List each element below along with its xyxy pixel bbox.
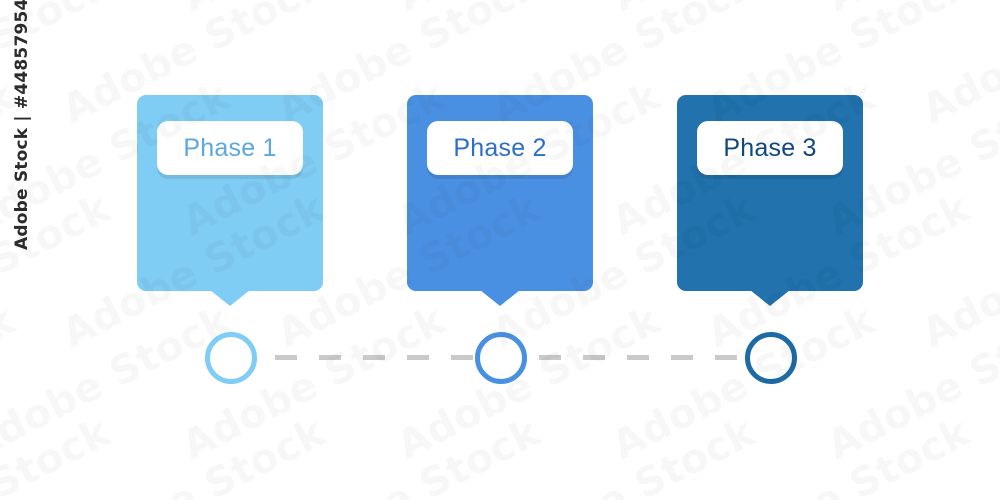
stock-id-watermark: Adobe Stock | #448579543 [12, 0, 32, 250]
watermark-text: Adobe Stock [270, 409, 547, 500]
watermark-text: Adobe Stock [605, 297, 882, 469]
phase-card-pointer-1 [210, 290, 250, 306]
watermark-text: Adobe Stock [915, 185, 1000, 357]
timeline-node-circle-3[interactable] [745, 332, 797, 384]
phase-label-text-3: Phase 3 [723, 133, 817, 162]
phase-card-2[interactable]: Phase 2 [407, 95, 593, 306]
watermark-text: Adobe Stock [700, 409, 977, 500]
timeline-node-circle-1[interactable] [205, 332, 257, 384]
watermark-text: Adobe Stock [0, 409, 117, 500]
watermark-text: Adobe Stock [0, 297, 22, 469]
phase-label-badge-3[interactable]: Phase 3 [697, 121, 843, 175]
watermark-text: Adobe Stock [175, 297, 452, 469]
watermark-text: Adobe Stock [820, 0, 1000, 21]
watermark-text: Adobe Stock [390, 0, 667, 21]
watermark-text: Adobe Stock [915, 409, 1000, 500]
phase-card-pointer-2 [480, 290, 520, 306]
phase-label-badge-2[interactable]: Phase 2 [427, 121, 573, 175]
watermark-text: Adobe Stock [605, 0, 882, 21]
phase-card-pointer-3 [750, 290, 790, 306]
watermark-text: Adobe Stock [175, 0, 452, 21]
watermark-text: Adobe Stock [915, 0, 1000, 133]
phase-label-badge-1[interactable]: Phase 1 [157, 121, 303, 175]
watermark-text: Adobe Stock [0, 297, 237, 469]
phase-card-3[interactable]: Phase 3 [677, 95, 863, 306]
timeline-node-circle-2[interactable] [475, 332, 527, 384]
watermark-text: Adobe Stock [55, 409, 332, 500]
phase-label-text-1: Phase 1 [183, 133, 277, 162]
watermark-text: Adobe Stock [820, 297, 1000, 469]
watermark-text: Adobe Stock [485, 409, 762, 500]
phase-label-text-2: Phase 2 [453, 133, 547, 162]
watermark-text: Adobe Stock [390, 297, 667, 469]
watermark-text: Adobe Stock [0, 0, 237, 21]
phase-card-1[interactable]: Phase 1 [137, 95, 323, 306]
